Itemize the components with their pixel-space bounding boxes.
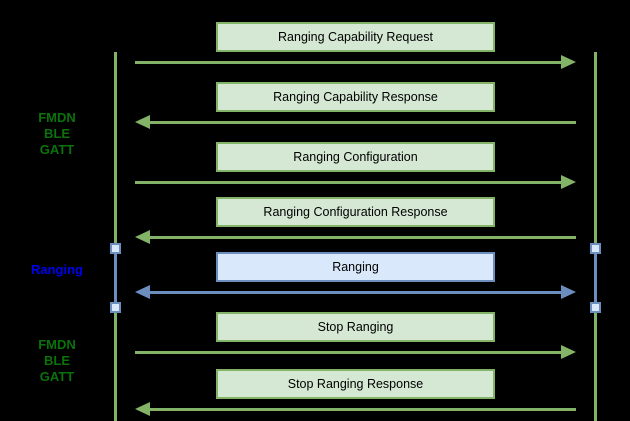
arrow-shaft <box>148 407 576 411</box>
arrow-shaft <box>148 120 576 124</box>
ranging-session-segment-left <box>114 246 117 310</box>
arrowhead-right-icon <box>561 285 576 299</box>
arrow-shaft <box>148 235 576 239</box>
arrow-shaft <box>135 180 563 184</box>
message-arrow-left <box>135 115 576 129</box>
arrowhead-left-icon <box>135 230 150 244</box>
message-arrow-left <box>135 230 576 244</box>
section-label-line: GATT <box>39 142 75 157</box>
message-arrow-left <box>135 402 576 416</box>
arrowhead-right-icon <box>561 345 576 359</box>
message-arrow-right <box>135 175 576 189</box>
arrowhead-right-icon <box>561 55 576 69</box>
ranging-session-segment-right <box>594 246 597 310</box>
message-box: Ranging Configuration Response <box>216 197 495 227</box>
section-label-line: BLE <box>44 126 70 141</box>
message-box: Ranging <box>216 252 495 282</box>
section-label-line: FMDN <box>38 337 76 352</box>
section-label-line: GATT <box>39 369 75 384</box>
activation-handle-top-right <box>590 243 601 254</box>
arrow-shaft <box>135 350 563 354</box>
arrowhead-left-icon <box>135 115 150 129</box>
section-label-fmdn-ble-gatt-top: FMDN BLE GATT <box>15 110 99 158</box>
arrowhead-left-icon <box>135 285 150 299</box>
section-label-ranging: Ranging <box>15 262 99 278</box>
lifeline-right <box>594 52 597 421</box>
message-arrow-both <box>135 285 576 299</box>
message-box: Stop Ranging <box>216 312 495 342</box>
activation-handle-bottom-right <box>590 302 601 313</box>
arrowhead-left-icon <box>135 402 150 416</box>
activation-handle-top-left <box>110 243 121 254</box>
arrow-shaft <box>135 60 563 64</box>
message-box: Stop Ranging Response <box>216 369 495 399</box>
activation-handle-bottom-left <box>110 302 121 313</box>
section-label-fmdn-ble-gatt-bottom: FMDN BLE GATT <box>15 337 99 385</box>
message-arrow-right <box>135 345 576 359</box>
section-label-line: BLE <box>44 353 70 368</box>
message-arrow-right <box>135 55 576 69</box>
lifeline-left <box>114 52 117 421</box>
section-label-line: Ranging <box>31 262 83 277</box>
message-box: Ranging Capability Response <box>216 82 495 112</box>
message-box: Ranging Capability Request <box>216 22 495 52</box>
arrowhead-right-icon <box>561 175 576 189</box>
section-label-line: FMDN <box>38 110 76 125</box>
message-box: Ranging Configuration <box>216 142 495 172</box>
arrow-shaft <box>148 290 563 294</box>
